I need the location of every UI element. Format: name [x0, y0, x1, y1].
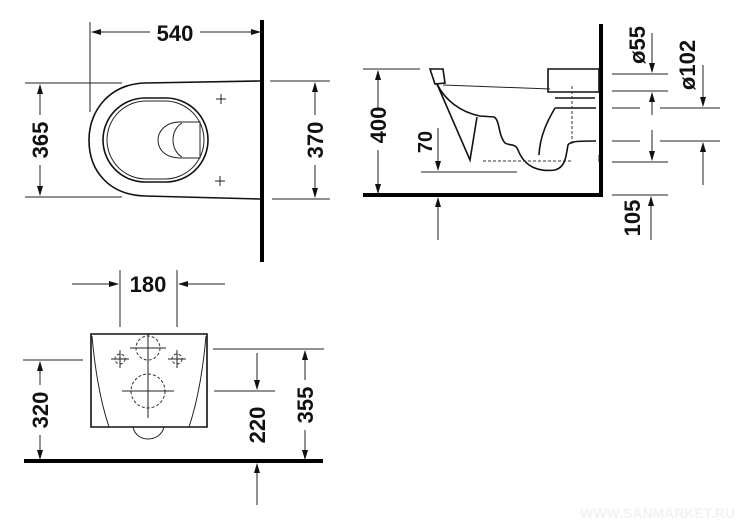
- bowl-outline: [88, 80, 261, 200]
- outlet-bottom: [132, 426, 165, 440]
- mounting-hole-icon: [215, 176, 225, 186]
- inlet-diameter-dimension: ø55: [625, 26, 650, 64]
- front-view: 180 320 220 355: [23, 270, 324, 505]
- side-view: 400 70 ø55 ø102 105: [363, 24, 720, 240]
- bowl-profile: [436, 83, 597, 172]
- outlet-height-dimension: 105: [620, 200, 645, 237]
- top-height-dimension: 355: [293, 387, 318, 424]
- top-view: 540 365 370: [25, 20, 330, 262]
- seat-opening: [102, 97, 209, 183]
- bolt-spacing-dimension: 180: [130, 272, 167, 297]
- watermark: WWW.SANMARKET.RU: [580, 505, 735, 521]
- mounting-bolt-icon: [168, 350, 186, 368]
- bowl-outlet-curve: [172, 122, 183, 158]
- outlet-diameter-dimension: ø102: [675, 40, 700, 90]
- front-body: [90, 333, 208, 428]
- width-dimension: 540: [157, 21, 194, 46]
- depth-left-dimension: 365: [28, 122, 53, 159]
- rim-line: [442, 84, 551, 90]
- seat-inner-outline: [106, 100, 205, 180]
- rim-front: [428, 68, 446, 85]
- trap-profile: [538, 97, 596, 156]
- bowl-outlet: [157, 121, 201, 159]
- rim-drop-dimension: 70: [415, 131, 437, 153]
- bolt-height-dimension: 320: [28, 392, 53, 429]
- mounting-bolt-icon: [111, 350, 129, 368]
- depth-right-dimension: 370: [303, 122, 328, 159]
- flush-inlet: [547, 68, 600, 93]
- mounting-hole-icon: [216, 94, 226, 104]
- body-side-profile: [91, 335, 207, 428]
- bowl-front-profile: [436, 83, 478, 163]
- height-dimension: 400: [366, 107, 391, 144]
- outlet-center-dimension: 220: [245, 407, 270, 444]
